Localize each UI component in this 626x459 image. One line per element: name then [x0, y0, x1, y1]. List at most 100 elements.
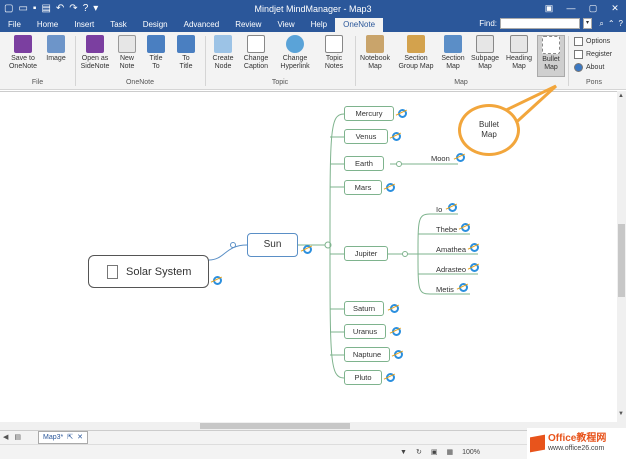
- section-group-map-button[interactable]: Section Group Map: [396, 35, 436, 71]
- close-button[interactable]: ✕: [611, 3, 619, 13]
- topic-jupiter[interactable]: Jupiter: [344, 246, 388, 261]
- tab-design[interactable]: Design: [142, 20, 168, 29]
- open-folder-icon[interactable]: ▭: [18, 2, 28, 14]
- tab-onenote[interactable]: OneNote: [335, 18, 384, 32]
- heading-map-icon: [510, 35, 528, 53]
- internet-explorer-icon[interactable]: [459, 283, 468, 292]
- maximize-button[interactable]: ▢: [588, 3, 598, 13]
- filter-icon[interactable]: ▼: [400, 448, 407, 456]
- change-caption-button[interactable]: Change Caption: [240, 35, 272, 71]
- scroll-up-icon[interactable]: ▲: [618, 93, 624, 99]
- topic-pluto[interactable]: Pluto: [344, 370, 382, 385]
- central-topic[interactable]: Solar System: [88, 255, 209, 288]
- search-icon[interactable]: ⌕: [599, 19, 604, 28]
- topic-mars[interactable]: Mars: [344, 180, 382, 195]
- options-label: Options: [586, 38, 611, 45]
- topic-notes-button[interactable]: Topic Notes: [319, 35, 349, 71]
- internet-explorer-icon[interactable]: [398, 109, 407, 118]
- title-to-button[interactable]: Title To: [143, 35, 169, 71]
- ribbon-help-icon[interactable]: ?: [618, 19, 623, 28]
- tab-insert[interactable]: Insert: [74, 20, 95, 29]
- horizontal-scroll-thumb[interactable]: [200, 423, 350, 429]
- topic-thebe[interactable]: Thebe: [436, 225, 458, 234]
- internet-explorer-icon[interactable]: [213, 276, 222, 285]
- find-dropdown-icon[interactable]: ▾: [583, 18, 592, 29]
- subpage-map-label: Subpage Map: [470, 55, 500, 70]
- save-icon[interactable]: ▪: [32, 2, 37, 14]
- find-input[interactable]: [500, 18, 580, 29]
- tab-task[interactable]: Task: [110, 20, 127, 29]
- customize-icon[interactable]: ▾: [93, 2, 99, 14]
- sync-icon[interactable]: ↻: [415, 449, 422, 456]
- open-as-sidenote-button[interactable]: Open as SideNote: [78, 35, 112, 71]
- undo-icon[interactable]: ↶: [55, 2, 65, 14]
- to-title-label: To Title: [179, 55, 193, 70]
- topic-earth[interactable]: Earth: [344, 156, 384, 171]
- tab-help[interactable]: Help: [310, 20, 328, 29]
- sheet-tab-map3[interactable]: Map3* ⇱ ✕: [38, 431, 88, 444]
- notebook-map-button[interactable]: Notebook Map: [358, 35, 392, 71]
- create-node-button[interactable]: Create Node: [208, 35, 238, 71]
- tab-home[interactable]: Home: [36, 20, 59, 29]
- internet-explorer-icon[interactable]: [386, 183, 395, 192]
- heading-map-button[interactable]: Heading Map: [503, 35, 535, 71]
- options-button[interactable]: Options: [574, 37, 610, 46]
- topic-mercury[interactable]: Mercury: [344, 106, 394, 121]
- tab-advanced[interactable]: Advanced: [183, 20, 220, 29]
- bullet-map-button[interactable]: Bullet Map: [537, 35, 565, 77]
- view-icon[interactable]: ▣: [430, 449, 438, 456]
- internet-explorer-icon[interactable]: [461, 223, 470, 232]
- group-onenote-label: OneNote: [125, 79, 155, 86]
- section-map-button[interactable]: Section Map: [438, 35, 468, 71]
- help-icon[interactable]: ?: [82, 2, 89, 14]
- pin-icon[interactable]: ⇱: [67, 434, 74, 441]
- minimize-button[interactable]: —: [566, 3, 576, 13]
- topic-moon[interactable]: Moon: [431, 154, 450, 163]
- register-label: Register: [586, 51, 613, 58]
- close-tab-icon[interactable]: ✕: [77, 434, 83, 441]
- about-button[interactable]: About: [574, 63, 604, 72]
- redo-icon[interactable]: ↷: [69, 2, 78, 14]
- topic-metis[interactable]: Metis: [436, 285, 454, 294]
- vertical-scroll-thumb[interactable]: [618, 224, 625, 297]
- internet-explorer-icon[interactable]: [392, 132, 401, 141]
- topic-io[interactable]: Io: [436, 205, 443, 214]
- topic-adrasteo[interactable]: Adrasteo: [436, 265, 467, 274]
- topic-uranus[interactable]: Uranus: [344, 324, 386, 339]
- internet-explorer-icon[interactable]: [448, 203, 457, 212]
- tab-view[interactable]: View: [277, 20, 295, 29]
- internet-explorer-icon[interactable]: [456, 153, 465, 162]
- ribbon-collapse-icon[interactable]: ⌃: [607, 19, 615, 28]
- tab-file[interactable]: File: [8, 20, 21, 29]
- internet-explorer-icon[interactable]: [394, 350, 403, 359]
- topic-sun[interactable]: Sun: [247, 233, 298, 257]
- register-button[interactable]: Register: [574, 50, 612, 59]
- internet-explorer-icon[interactable]: [303, 245, 312, 254]
- internet-explorer-icon[interactable]: [392, 327, 401, 336]
- new-note-button[interactable]: New Note: [114, 35, 140, 71]
- sheet-prev-icon[interactable]: ◀: [3, 434, 9, 441]
- scroll-down-icon[interactable]: ▼: [618, 411, 624, 417]
- topic-amathea[interactable]: Amathea: [436, 245, 467, 254]
- ribbon-display-icon[interactable]: ▣: [544, 3, 554, 13]
- to-title-button[interactable]: To Title: [173, 35, 199, 71]
- internet-explorer-icon[interactable]: [390, 304, 399, 313]
- subpage-map-button[interactable]: Subpage Map: [470, 35, 500, 71]
- internet-explorer-icon[interactable]: [470, 243, 479, 252]
- tab-review[interactable]: Review: [235, 20, 262, 29]
- image-button[interactable]: Image: [42, 35, 70, 63]
- topic-venus[interactable]: Venus: [344, 129, 388, 144]
- group-map-label: Map: [454, 79, 468, 86]
- layout-icon[interactable]: ▦: [446, 449, 454, 456]
- zoom-level[interactable]: 100%: [462, 448, 480, 456]
- internet-explorer-icon[interactable]: [386, 373, 395, 382]
- change-hyperlink-button[interactable]: Change Hyperlink: [275, 35, 315, 71]
- internet-explorer-icon[interactable]: [470, 263, 479, 272]
- save-to-onenote-button[interactable]: Save to OneNote: [6, 35, 40, 71]
- sheet-list-icon[interactable]: ▤: [14, 434, 22, 441]
- topic-saturn[interactable]: Saturn: [344, 301, 384, 316]
- print-icon[interactable]: ▤: [41, 2, 51, 14]
- notes-icon: [325, 35, 343, 53]
- new-file-icon[interactable]: ▢: [4, 2, 14, 14]
- topic-naptune[interactable]: Naptune: [344, 347, 390, 362]
